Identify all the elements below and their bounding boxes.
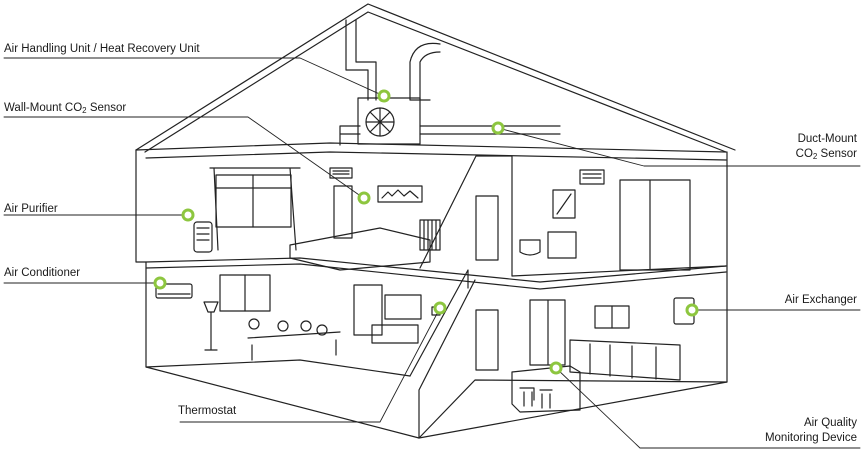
upper-partition [419,155,513,277]
label-duct-co2-sub: 2 [812,152,818,161]
second-floor-slab [145,257,727,290]
label-duct-co2: Duct-Mount CO2 Sensor [796,132,857,164]
label-aq-line1: Air Quality [803,417,857,429]
lower-partition [409,269,476,439]
house-outline [135,149,728,439]
leader-duct-co2 [497,127,861,167]
label-purifier: Air Purifier [4,203,58,215]
label-duct-co2-line1: Duct-Mount [797,133,857,145]
leader-thermostat [179,307,441,423]
label-aq-line2: Monitoring Device [764,432,857,444]
label-wall-co2: Wall-Mount CO2 Sensor [4,101,126,118]
label-aircon: Air Conditioner [4,267,81,279]
leader-aq [555,367,861,449]
label-wall-co2-prefix: Wall-Mount CO [4,102,83,114]
label-wall-co2-suffix: Sensor [86,102,127,114]
label-thermostat: Thermostat [178,405,237,417]
label-exchanger: Air Exchanger [784,294,857,306]
label-duct-co2-prefix: CO [795,148,813,160]
label-duct-co2-suffix: Sensor [817,148,857,160]
label-wall-co2-sub: 2 [82,106,87,115]
ground-floor [145,359,411,377]
dining-table [247,331,341,361]
duct-pipes [339,19,561,146]
sensor-markers [153,89,699,375]
label-aq: Air Quality Monitoring Device [765,416,857,446]
leader-ahu [3,57,385,97]
label-duct-co2-line2: CO2 Sensor [796,147,857,164]
attic-floor [135,142,727,161]
purifier [193,221,213,253]
kitchen-island [511,365,581,413]
roof-outline [135,3,736,151]
leader-wall-co2 [3,116,363,198]
label-ahu: Air Handling Unit / Heat Recovery Unit [4,43,200,55]
aircon-unit [155,283,193,299]
kitchen-counter [529,299,566,366]
roof-inner [144,11,727,153]
ahu-box [357,97,421,145]
shower [619,179,691,271]
bed [289,227,431,271]
